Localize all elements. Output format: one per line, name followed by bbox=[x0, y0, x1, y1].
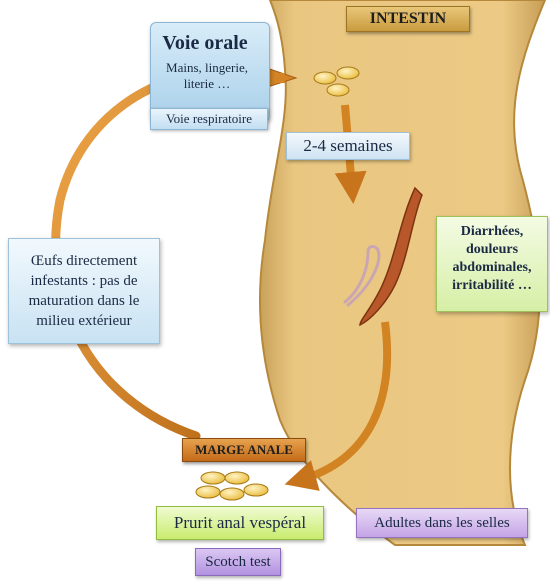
adultes-selles-label: Adultes dans les selles bbox=[356, 508, 528, 538]
oeufs-line4: milieu extérieur bbox=[36, 313, 132, 329]
adult-worms bbox=[343, 186, 423, 327]
oeufs-box: Œufs directement infestants : pas de mat… bbox=[8, 238, 160, 344]
marge-anale-label: MARGE ANALE bbox=[182, 438, 306, 462]
voie-orale-sub-line2: literie … bbox=[183, 76, 231, 91]
symptoms-line3: abdominales, bbox=[452, 260, 532, 275]
egg bbox=[336, 66, 360, 80]
egg bbox=[313, 71, 337, 85]
egg bbox=[224, 471, 250, 485]
egg bbox=[219, 487, 245, 501]
prurit-label: Prurit anal vespéral bbox=[156, 506, 324, 540]
egg bbox=[243, 483, 269, 497]
symptoms-box: Diarrhées, douleurs abdominales, irritab… bbox=[436, 216, 548, 312]
intestine-eggs bbox=[313, 66, 360, 97]
oeufs-line1: Œufs directement bbox=[30, 253, 138, 269]
worm-large bbox=[359, 186, 423, 327]
voie-orale-subtitle: Mains, lingerie, literie … bbox=[152, 60, 262, 92]
egg bbox=[326, 83, 350, 97]
egg bbox=[195, 485, 221, 499]
symptoms-line4: irritabilité … bbox=[452, 278, 532, 293]
anal-eggs bbox=[195, 471, 269, 501]
voie-orale-sub-line1: Mains, lingerie, bbox=[166, 60, 248, 75]
intestin-label: INTESTIN bbox=[346, 6, 470, 32]
oeufs-line3: maturation dans le bbox=[28, 293, 140, 309]
symptoms-line2: douleurs bbox=[465, 242, 519, 257]
worm-small bbox=[343, 245, 381, 307]
scotch-test-label: Scotch test bbox=[195, 548, 281, 576]
symptoms-line1: Diarrhées, bbox=[460, 224, 524, 239]
incubation-label: 2-4 semaines bbox=[286, 132, 410, 160]
voie-respiratoire-label: Voie respiratoire bbox=[150, 108, 268, 130]
oeufs-line2: infestants : pas de bbox=[30, 273, 138, 289]
egg bbox=[200, 471, 226, 485]
voie-orale-title: Voie orale bbox=[162, 32, 248, 54]
migration-arrow bbox=[284, 321, 392, 491]
